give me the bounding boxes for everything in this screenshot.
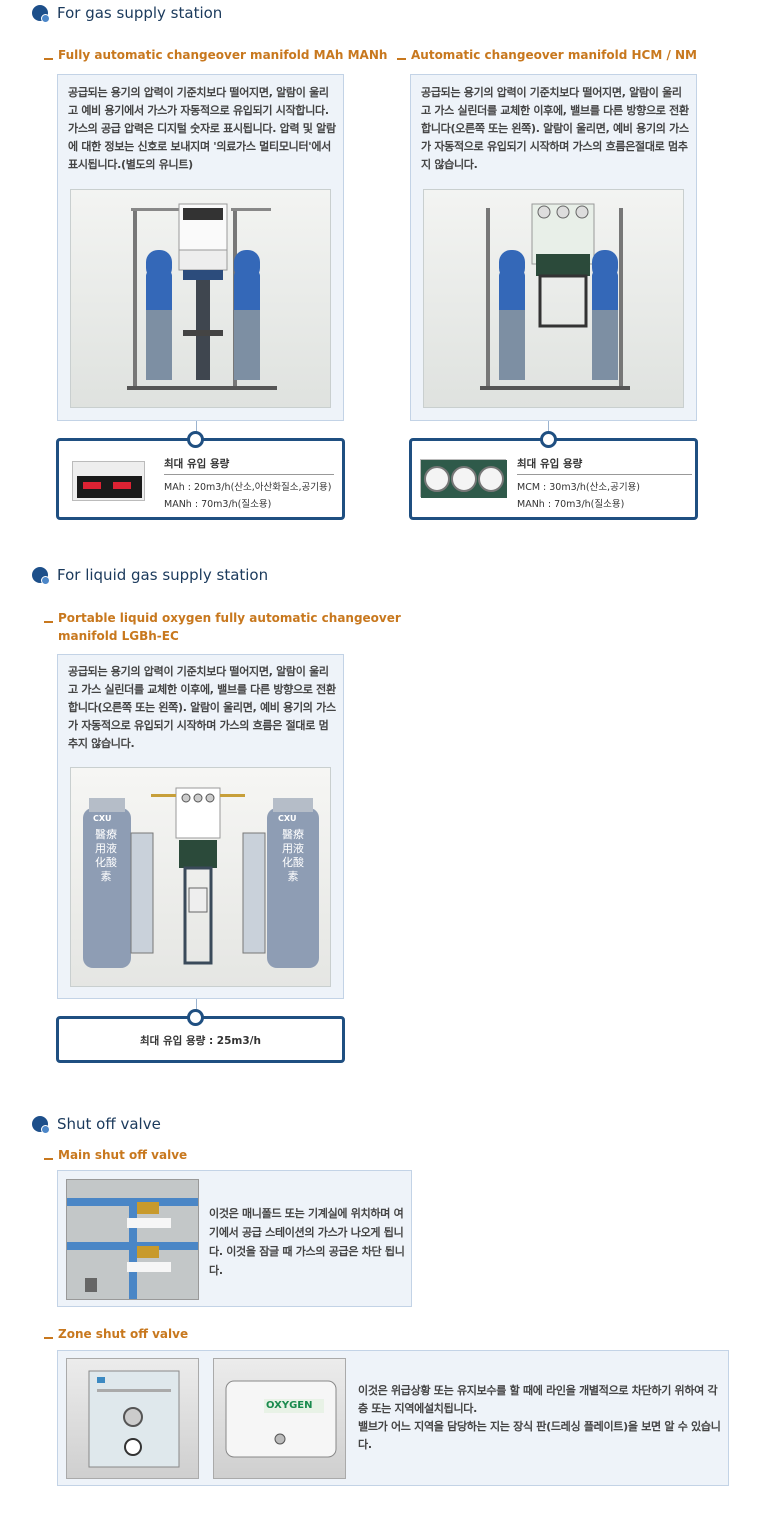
mah-manifold-illustration <box>127 203 277 390</box>
hcm-spec-line-2: MANh : 70m3/h(질소용) <box>517 499 625 510</box>
hcm-spec-content: 최대 유입 용량 MCM : 30m3/h(산소,공기용) MANh : 70m… <box>517 456 692 513</box>
section-title-gas: For gas supply station <box>32 4 222 23</box>
dash-icon <box>397 57 406 60</box>
right-tank-label: 醫療用液化酸素 <box>282 828 304 883</box>
lgbh-info-box: 공급되는 용기의 압력이 기준치보다 떨어지면, 알람이 울리고 가스 실린더를… <box>57 654 344 999</box>
pressure-gauges-illustration <box>421 460 507 498</box>
section-title-liquid: For liquid gas supply station <box>32 566 268 585</box>
main-valve-illustration <box>67 1198 198 1299</box>
hcm-connector-ring-icon <box>540 431 557 448</box>
mah-display-photo <box>72 461 145 501</box>
mah-manifold-photo <box>70 189 331 408</box>
mah-info-box: 공급되는 용기의 압력이 기준치보다 떨어지면, 알람이 울리고 예비 용기에서… <box>57 74 344 421</box>
mah-connector-ring-icon <box>187 431 204 448</box>
section-title-valve: Shut off valve <box>32 1115 161 1134</box>
left-tank-label: 醫療用液化酸素 <box>95 828 117 883</box>
dash-icon <box>44 1157 53 1160</box>
hcm-info-box: 공급되는 용기의 압력이 기준치보다 떨어지면, 알람이 울리고 가스 실린더를… <box>410 74 697 421</box>
zone-valve-desc-line2: 밸브가 어느 지역을 담당하는 지는 장식 판(드레싱 플레이트)을 보면 알 … <box>358 1420 721 1451</box>
zone-valve-description: 이것은 위급상황 또는 유지보수를 할 때에 라인을 개별적으로 차단하기 위하… <box>358 1382 723 1454</box>
lgbh-connector-line <box>196 999 197 1010</box>
bullet-icon <box>32 567 50 585</box>
lgbh-spec-text: 최대 유입 용량 : 25m3/h <box>140 1035 261 1047</box>
subtitle-mah: Fully automatic changeover manifold MAh … <box>44 46 387 64</box>
subtitle-main-valve: Main shut off valve <box>44 1146 187 1164</box>
hcm-spec-box: 최대 유입 용량 MCM : 30m3/h(산소,공기용) MANh : 70m… <box>409 438 698 520</box>
mah-spec-line-2: MANh : 70m3/h(질소용) <box>164 499 272 510</box>
left-tank-logo: CXU <box>93 814 112 823</box>
zone-valve-photo-2: OXYGEN <box>213 1358 346 1479</box>
zone-valve-box: OXYGEN 이것은 위급상황 또는 유지보수를 할 때에 라인을 개별적으로 … <box>57 1350 729 1486</box>
digital-display-illustration <box>77 476 142 498</box>
lgbh-connector-ring-icon <box>187 1009 204 1026</box>
main-valve-photo <box>66 1179 199 1300</box>
mah-connector-line <box>196 421 197 432</box>
hcm-manifold-photo <box>423 189 684 408</box>
mah-spec-content: 최대 유입 용량 MAh : 20m3/h(산소,아산화질소,공기용) MANh… <box>164 456 334 513</box>
subtitle-hcm: Automatic changeover manifold HCM / NM <box>397 46 697 64</box>
subtitle-lgbh-line2: manifold LGBh-EC <box>58 629 179 643</box>
zone-valve-desc-line1: 이것은 위급상황 또는 유지보수를 할 때에 라인을 개별적으로 차단하기 위하… <box>358 1384 718 1415</box>
subtitle-zone-valve: Zone shut off valve <box>44 1325 188 1343</box>
hcm-description: 공급되는 용기의 압력이 기준치보다 떨어지면, 알람이 울리고 가스 실린더를… <box>421 86 689 171</box>
mah-spec-line-1: MAh : 20m3/h(산소,아산화질소,공기용) <box>164 482 332 493</box>
lgbh-manifold-photo: 醫療用液化酸素 醫療用液化酸素 CXU CXU <box>70 767 331 987</box>
zone-valve-photo-1 <box>66 1358 199 1479</box>
dash-icon <box>44 620 53 623</box>
mah-spec-box: 최대 유입 용량 MAh : 20m3/h(산소,아산화질소,공기용) MANh… <box>56 438 345 520</box>
dash-icon <box>44 57 53 60</box>
right-tank-logo: CXU <box>278 814 297 823</box>
main-valve-box: 이것은 매니폴드 또는 기계실에 위치하며 여기에서 공급 스테이션의 가스가 … <box>57 1170 412 1307</box>
subtitle-lgbh: Portable liquid oxygen fully automatic c… <box>44 609 401 627</box>
bullet-icon <box>32 5 50 23</box>
lgbh-description: 공급되는 용기의 압력이 기준치보다 떨어지면, 알람이 울리고 가스 실린더를… <box>68 665 336 750</box>
hcm-spec-title: 최대 유입 용량 <box>517 456 692 475</box>
lgbh-manifold-illustration <box>83 787 319 968</box>
oxygen-panel-illustration <box>225 1380 337 1458</box>
hcm-spec-line-1: MCM : 30m3/h(산소,공기용) <box>517 482 641 493</box>
mah-description: 공급되는 용기의 압력이 기준치보다 떨어지면, 알람이 울리고 예비 용기에서… <box>68 86 336 171</box>
zone-valve-box-illustration <box>88 1370 180 1468</box>
mah-spec-title: 최대 유입 용량 <box>164 456 334 475</box>
main-valve-description: 이것은 매니폴드 또는 기계실에 위치하며 여기에서 공급 스테이션의 가스가 … <box>209 1207 405 1277</box>
hcm-manifold-illustration <box>480 203 630 390</box>
hcm-connector-line <box>548 421 549 432</box>
dash-icon <box>44 1336 53 1339</box>
bullet-icon <box>32 1116 50 1134</box>
oxygen-label: OXYGEN <box>266 1400 313 1411</box>
hcm-gauges-photo <box>420 459 507 498</box>
